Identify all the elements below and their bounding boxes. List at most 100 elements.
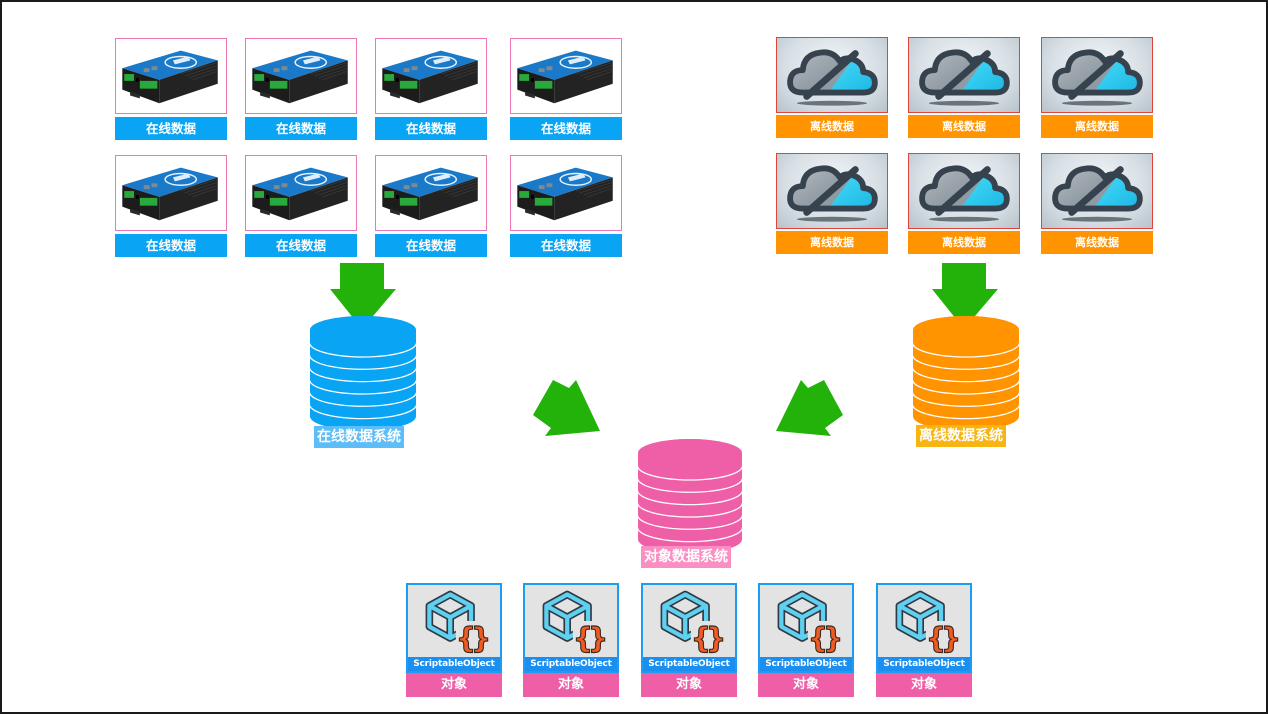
svg-text:}: } <box>471 622 491 655</box>
io-device-icon <box>122 50 218 104</box>
offline-data-card-image <box>908 37 1020 113</box>
scriptable-object-icon: {} <box>895 590 962 655</box>
scriptable-object-tag: ScriptableObject <box>878 657 970 671</box>
online-data-card-image <box>115 38 227 114</box>
scriptable-object-image: {} ScriptableObject <box>406 583 502 673</box>
svg-text:{: { <box>926 622 946 655</box>
online-data-card-label: 在线数据 <box>510 234 622 257</box>
io-device-icon <box>252 50 348 104</box>
cloud-offline-icon <box>787 49 878 106</box>
object-database-icon <box>636 439 744 554</box>
io-device-icon <box>517 167 613 221</box>
arrow-down-offline <box>932 263 998 329</box>
scriptable-object-icon: {} <box>660 590 727 655</box>
svg-text:}: } <box>706 622 726 655</box>
online-system-label: 在线数据系统 <box>314 426 404 448</box>
object-label: 对象 <box>406 673 502 697</box>
scriptable-object-card: {} ScriptableObject 对象 <box>876 583 972 697</box>
online-data-card: 在线数据 <box>115 155 227 257</box>
object-label: 对象 <box>758 673 854 697</box>
online-data-card-image <box>375 38 487 114</box>
offline-system-label: 离线数据系统 <box>916 425 1006 447</box>
object-label: 对象 <box>523 673 619 697</box>
online-data-card-label: 在线数据 <box>510 117 622 140</box>
svg-text:{: { <box>808 622 828 655</box>
offline-data-card-label: 离线数据 <box>908 231 1020 254</box>
online-data-card-label: 在线数据 <box>375 234 487 257</box>
offline-data-card-label: 离线数据 <box>776 115 888 138</box>
svg-text:}: } <box>588 622 608 655</box>
online-data-card-image <box>510 155 622 231</box>
scriptable-object-tag: ScriptableObject <box>643 657 735 671</box>
scriptable-object-image: {} ScriptableObject <box>876 583 972 673</box>
online-data-card: 在线数据 <box>245 155 357 257</box>
online-data-card-label: 在线数据 <box>115 234 227 257</box>
offline-data-card-label: 离线数据 <box>1041 231 1153 254</box>
scriptable-object-card: {} ScriptableObject 对象 <box>406 583 502 697</box>
cloud-offline-icon <box>1052 165 1143 222</box>
online-database-icon <box>308 316 418 431</box>
svg-text:{: { <box>573 622 593 655</box>
svg-text:{: { <box>691 622 711 655</box>
offline-data-card: 离线数据 <box>908 37 1020 138</box>
scriptable-object-image: {} ScriptableObject <box>523 583 619 673</box>
offline-database-icon <box>911 316 1021 431</box>
io-device-icon <box>517 50 613 104</box>
cloud-offline-icon <box>919 165 1010 222</box>
online-data-card-image <box>375 155 487 231</box>
online-data-card-image <box>245 155 357 231</box>
scriptable-object-tag: ScriptableObject <box>408 657 500 671</box>
offline-data-card: 离线数据 <box>776 153 888 254</box>
scriptable-object-image: {} ScriptableObject <box>641 583 737 673</box>
scriptable-object-card: {} ScriptableObject 对象 <box>758 583 854 697</box>
offline-data-card-image <box>1041 37 1153 113</box>
online-data-card: 在线数据 <box>245 38 357 140</box>
offline-data-card-image <box>776 37 888 113</box>
arrow-to-object-right <box>776 380 843 436</box>
scriptable-object-icon: {} <box>425 590 492 655</box>
online-data-card: 在线数据 <box>115 38 227 140</box>
online-data-card: 在线数据 <box>510 38 622 140</box>
offline-data-card-image <box>776 153 888 229</box>
online-data-card-image <box>510 38 622 114</box>
scriptable-object-image: {} ScriptableObject <box>758 583 854 673</box>
cloud-offline-icon <box>919 49 1010 106</box>
svg-text:}: } <box>823 622 843 655</box>
online-data-card: 在线数据 <box>375 38 487 140</box>
scriptable-object-card: {} ScriptableObject 对象 <box>523 583 619 697</box>
offline-data-card-label: 离线数据 <box>776 231 888 254</box>
online-data-card: 在线数据 <box>375 155 487 257</box>
offline-data-card: 离线数据 <box>776 37 888 138</box>
scriptable-object-card: {} ScriptableObject 对象 <box>641 583 737 697</box>
object-system-label: 对象数据系统 <box>641 546 731 568</box>
scriptable-object-icon: {} <box>542 590 609 655</box>
io-device-icon <box>382 167 478 221</box>
cloud-offline-icon <box>787 165 878 222</box>
online-data-card-image <box>115 155 227 231</box>
arrow-down-online <box>330 263 396 329</box>
object-label: 对象 <box>876 673 972 697</box>
online-data-card-image <box>245 38 357 114</box>
offline-data-card-image <box>908 153 1020 229</box>
scriptable-object-tag: ScriptableObject <box>525 657 617 671</box>
io-device-icon <box>252 167 348 221</box>
offline-data-card: 离线数据 <box>1041 37 1153 138</box>
object-label: 对象 <box>641 673 737 697</box>
online-data-card-label: 在线数据 <box>115 117 227 140</box>
online-data-card: 在线数据 <box>510 155 622 257</box>
online-data-card-label: 在线数据 <box>375 117 487 140</box>
offline-data-card: 离线数据 <box>908 153 1020 254</box>
online-data-card-label: 在线数据 <box>245 234 357 257</box>
scriptable-object-icon: {} <box>777 590 844 655</box>
svg-text:}: } <box>941 622 961 655</box>
io-device-icon <box>382 50 478 104</box>
arrow-to-object-left <box>533 380 600 436</box>
offline-data-card: 离线数据 <box>1041 153 1153 254</box>
io-device-icon <box>122 167 218 221</box>
offline-data-card-label: 离线数据 <box>908 115 1020 138</box>
svg-text:{: { <box>456 622 476 655</box>
online-data-card-label: 在线数据 <box>245 117 357 140</box>
offline-data-card-image <box>1041 153 1153 229</box>
scriptable-object-tag: ScriptableObject <box>760 657 852 671</box>
offline-data-card-label: 离线数据 <box>1041 115 1153 138</box>
